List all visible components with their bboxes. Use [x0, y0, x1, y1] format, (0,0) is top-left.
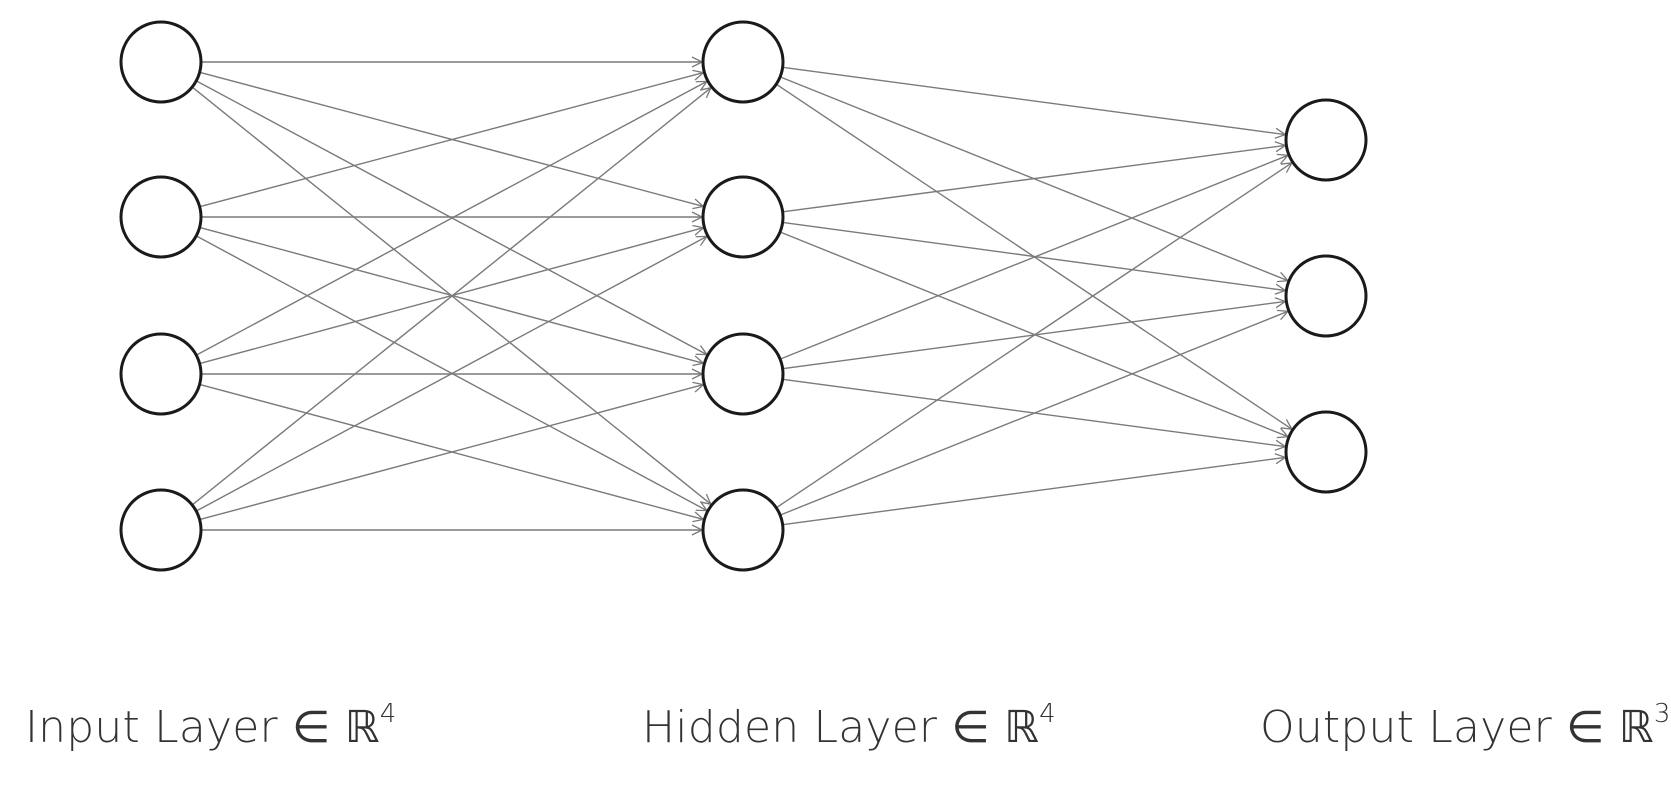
hidden-neuron-4 [701, 488, 785, 572]
hidden-neuron-2 [701, 175, 785, 259]
input-neuron-4 [119, 488, 203, 572]
hidden-layer-dimension: 4 [1039, 699, 1056, 730]
output-neuron-3 [1284, 410, 1368, 494]
hidden-layer-label: Hidden Layer ∈ ℝ4 [642, 699, 1056, 753]
neurons [119, 20, 1368, 572]
edge-input-4-to-hidden-3 [199, 385, 704, 521]
connections [191, 62, 1292, 530]
edge-input-4-to-hidden-2 [195, 236, 707, 512]
input-neuron-2 [119, 175, 203, 259]
hidden-neuron-1 [701, 20, 785, 104]
hidden-neuron-3 [701, 332, 785, 416]
edge-hidden-1-to-output-1 [782, 66, 1286, 134]
edge-hidden-4-to-output-2 [779, 311, 1288, 516]
hidden-layer-label-text: Hidden Layer ∈ ℝ [642, 702, 1040, 753]
edge-hidden-4-to-output-3 [782, 457, 1286, 526]
output-neuron-2 [1284, 254, 1368, 338]
edge-hidden-3-to-output-1 [779, 155, 1288, 360]
input-neuron-1 [119, 20, 203, 104]
input-neuron-3 [119, 332, 203, 416]
edge-input-3-to-hidden-1 [195, 81, 707, 356]
output-layer-label-text: Output Layer ∈ ℝ [1260, 702, 1654, 753]
output-layer-dimension: 3 [1653, 699, 1671, 730]
output-layer-label: Output Layer ∈ ℝ3 [1260, 699, 1671, 753]
output-neuron-1 [1284, 98, 1368, 182]
edge-hidden-4-to-output-1 [775, 163, 1292, 509]
input-layer-label: Input Layer ∈ ℝ4 [25, 699, 397, 753]
input-layer-label-text: Input Layer ∈ ℝ [25, 702, 380, 753]
edge-hidden-2-to-output-1 [782, 145, 1286, 213]
input-layer-dimension: 4 [379, 699, 397, 730]
edge-hidden-2-to-output-2 [782, 221, 1286, 290]
edge-input-4-to-hidden-1 [191, 88, 711, 506]
edge-input-2-to-hidden-1 [199, 73, 704, 208]
